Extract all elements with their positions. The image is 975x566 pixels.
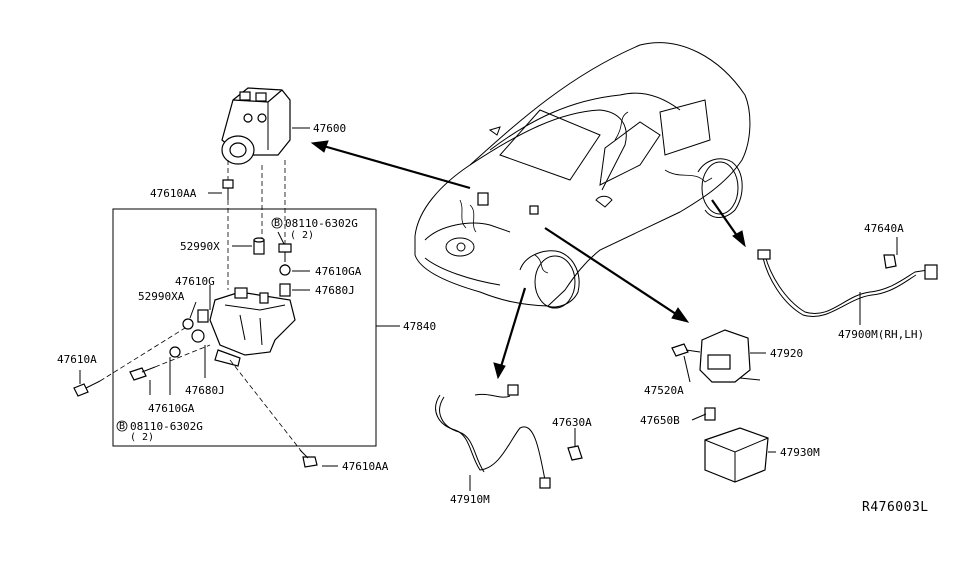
label-47640a: 47640A bbox=[864, 222, 904, 235]
yaw-bracket-illustration bbox=[671, 329, 761, 383]
leader-lines bbox=[79, 127, 898, 491]
label-47630a: 47630A bbox=[552, 416, 592, 429]
bolt-type-marker-bottom: B bbox=[119, 421, 125, 432]
label-47610a: 47610A bbox=[57, 353, 97, 366]
label-47610aa-bottom: 47610AA bbox=[342, 460, 389, 473]
label-47910m: 47910M bbox=[450, 493, 490, 506]
diagram-reference-code: R476003L bbox=[862, 500, 929, 515]
label-47650b: 47650B bbox=[640, 414, 680, 427]
label-52990x: 52990X bbox=[180, 240, 220, 253]
bracket-assembly-frame bbox=[112, 208, 377, 447]
label-47930m: 47930M bbox=[780, 446, 820, 459]
label-47610ga-bottom: 47610GA bbox=[148, 402, 195, 415]
front-wheel-sensor-illustration bbox=[435, 384, 583, 489]
label-47600: 47600 bbox=[313, 122, 346, 135]
label-52990xa: 52990XA bbox=[138, 290, 185, 303]
abs-actuator-illustration bbox=[221, 87, 291, 165]
label-47680j-bottom: 47680J bbox=[185, 384, 225, 397]
label-08110-bottom-qty: ( 2) bbox=[130, 432, 154, 443]
label-47610ga-top: 47610GA bbox=[315, 265, 362, 278]
label-08110-top-qty: ( 2) bbox=[290, 230, 314, 241]
label-47520a: 47520A bbox=[644, 384, 684, 397]
label-47920: 47920 bbox=[770, 347, 803, 360]
bolt-type-marker-top: B bbox=[274, 218, 280, 229]
label-08110-top: 08110-6302G bbox=[285, 217, 358, 230]
label-47900m: 47900M(RH,LH) bbox=[838, 328, 924, 341]
pointer-arrows bbox=[310, 140, 746, 380]
label-47680j-top: 47680J bbox=[315, 284, 355, 297]
rear-wheel-sensor-illustration bbox=[757, 249, 938, 317]
label-08110-bottom: 08110-6302G bbox=[130, 420, 203, 433]
fastener-illustrations bbox=[73, 179, 318, 468]
bolt-type-markers: B B bbox=[116, 217, 283, 432]
label-47840: 47840 bbox=[403, 320, 436, 333]
label-47610g: 47610G bbox=[175, 275, 215, 288]
vehicle-outline bbox=[414, 42, 751, 309]
part-labels: 47600 47610AA 08110-6302G ( 2) 52990X 47… bbox=[57, 122, 929, 515]
label-47610aa-top: 47610AA bbox=[150, 187, 197, 200]
yaw-sensor-illustration bbox=[704, 407, 769, 483]
bracket-illustration bbox=[209, 287, 296, 367]
